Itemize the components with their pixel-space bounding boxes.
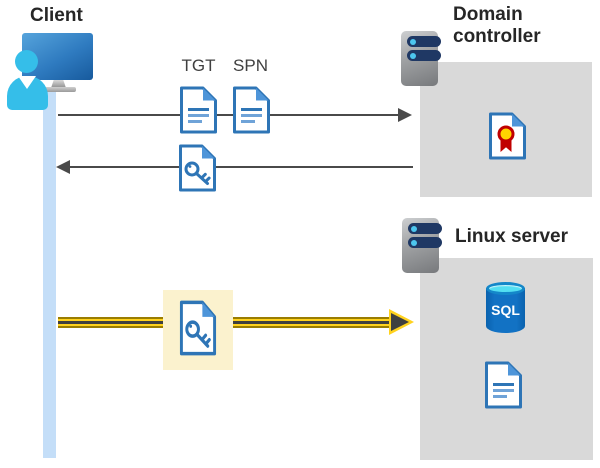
linux-server-label: Linux server — [455, 226, 568, 247]
monitor-base — [43, 87, 76, 92]
sql-label: SQL — [491, 302, 520, 318]
arrow-response-line — [70, 166, 413, 168]
client-lifeline — [43, 88, 56, 458]
tgt-document-icon — [180, 86, 217, 134]
spn-document-icon — [233, 86, 270, 134]
server-bar — [407, 50, 441, 61]
sql-cylinder-body — [486, 288, 525, 333]
sql-cylinder-top — [486, 282, 525, 295]
domain-controller-server-icon — [401, 31, 441, 86]
monitor-stand — [51, 80, 66, 88]
tgt-label: TGT — [181, 56, 216, 75]
sql-database-icon: SQL — [486, 282, 525, 333]
key-file-icon — [179, 144, 216, 192]
arrow-request-line — [58, 114, 400, 116]
server-bar — [408, 237, 442, 248]
spn-label: SPN — [233, 56, 268, 75]
arrow-request-head — [398, 108, 412, 122]
person-icon — [15, 50, 38, 73]
domain-controller-label: Domain controller — [453, 4, 541, 47]
arrow-auth-head — [391, 313, 409, 331]
arrow-response-head — [56, 160, 70, 174]
key-file-icon-highlighted — [179, 300, 217, 356]
server-bar — [407, 36, 441, 47]
person-collar — [18, 76, 36, 89]
client-label: Client — [30, 5, 83, 26]
linux-server-icon — [402, 218, 442, 273]
server-bar — [408, 223, 442, 234]
certificate-file-icon — [489, 112, 526, 160]
keytab-document-icon — [485, 361, 522, 409]
